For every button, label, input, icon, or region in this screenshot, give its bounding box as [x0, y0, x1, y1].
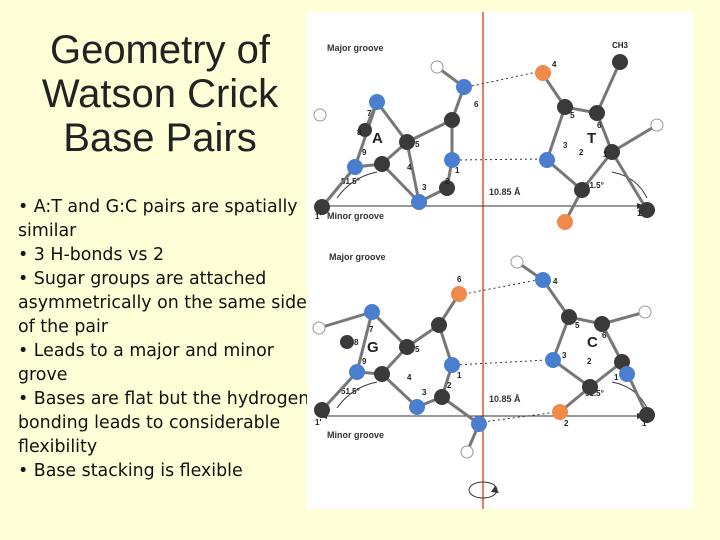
at-angle-arc-right — [611, 171, 648, 199]
at-minor-groove-label: Minor groove — [327, 211, 384, 221]
gc-right-num: 1 — [614, 373, 619, 382]
at-right-num: 4 — [552, 60, 557, 69]
gc-right-bonds — [516, 260, 649, 416]
gc-left-bonds — [318, 293, 481, 453]
gc-major-groove-label: Major groove — [329, 252, 386, 262]
gc-distance-label: 10.85 Å — [489, 394, 521, 404]
at-hydrogen-bonds — [454, 71, 543, 161]
at-left-num: 5 — [415, 140, 420, 149]
at-distance-label: 10.85 Å — [489, 187, 521, 197]
gc-hydrogen-bonds — [454, 279, 558, 423]
gc-right-num: 5 — [575, 321, 580, 330]
title-line-2: Watson Crick — [41, 72, 279, 116]
gc-left-num: 5 — [415, 345, 420, 354]
at-left-num: 3 — [422, 183, 427, 192]
gc-pair: Major groove Minor groove 10.85 Å 51.5° … — [312, 252, 655, 459]
at-left-num: 1' — [315, 212, 321, 221]
bullet-item: • A:T and G:C pairs are spatially simila… — [18, 197, 298, 241]
gc-angle-arc-left — [336, 381, 378, 409]
bullet-item: • Bases are flat but the hydrogen bondin… — [18, 389, 310, 457]
gc-right-num: 1' — [642, 419, 648, 428]
gc-left-num: 7 — [369, 325, 374, 334]
at-left-num: 8 — [357, 128, 362, 137]
bullet-item: • Base stacking is flexible — [18, 461, 243, 481]
gc-base-left-label: G — [367, 339, 379, 356]
base-pair-figure: Major groove Minor groove 10.85 Å 51.5° … — [307, 12, 693, 509]
gc-left-num: 3 — [422, 388, 427, 397]
gc-angle-arc-right — [611, 381, 648, 409]
at-right-num: 6 — [597, 121, 602, 130]
gc-left-num: 6 — [457, 275, 462, 284]
at-atoms — [313, 54, 664, 230]
at-left-num: 2 — [445, 177, 450, 186]
gc-right-num: 4 — [553, 277, 558, 286]
gc-right-num: 2 — [564, 419, 569, 428]
gc-right-num: 6 — [602, 331, 607, 340]
bullet-item: • Leads to a major and minor grove — [18, 341, 274, 385]
gc-right-num: 2 — [587, 357, 592, 366]
at-angle-right-label: 51.5° — [585, 181, 604, 190]
at-right-num: 1' — [637, 209, 643, 218]
at-left-num: 7 — [367, 109, 372, 118]
at-base-left-label: A — [372, 130, 383, 147]
gc-left-num: 9 — [362, 357, 367, 366]
bullet-item: • Sugar groups are attached asymmetrical… — [18, 269, 307, 337]
gc-right-num: 3 — [562, 351, 567, 360]
at-base-right-label: T — [587, 130, 596, 147]
base-pair-diagram: Major groove Minor groove 10.85 Å 51.5° … — [312, 12, 664, 509]
at-right-num: 3 — [563, 141, 568, 150]
slide-title: Geometry of Watson Crick Base Pairs — [14, 28, 306, 160]
gc-minor-groove-label: Minor groove — [327, 430, 384, 440]
at-left-num: 4 — [407, 163, 412, 172]
at-left-num: 1 — [455, 166, 460, 175]
gc-atoms — [312, 255, 655, 459]
title-line-1: Geometry of — [49, 28, 271, 72]
bullet-item: • 3 H-bonds vs 2 — [18, 245, 165, 265]
gc-left-num: 4 — [407, 373, 412, 382]
at-right-bonds — [540, 61, 658, 223]
dyad-rotation-symbol — [468, 481, 499, 499]
at-left-num: 6 — [474, 100, 479, 109]
at-right-num: 5 — [570, 111, 575, 120]
gc-base-right-label: C — [587, 334, 598, 351]
gc-left-num: 1 — [457, 371, 462, 380]
at-methyl-label: CH3 — [612, 41, 629, 50]
bullet-list: • A:T and G:C pairs are spatially simila… — [18, 195, 310, 483]
at-right-num: 2 — [579, 148, 584, 157]
at-angle-arc-left — [336, 171, 378, 199]
at-left-num: 9 — [362, 148, 367, 157]
title-line-3: Base Pairs — [63, 116, 257, 160]
gc-left-num: 1' — [315, 418, 321, 427]
at-major-groove-label: Major groove — [327, 43, 384, 53]
gc-angle-left-label: 51.5° — [341, 387, 360, 396]
at-right-num: 1 — [603, 150, 608, 159]
gc-left-num: 2 — [447, 381, 452, 390]
at-angle-left-label: 51.5° — [341, 177, 360, 186]
gc-left-num: 8 — [354, 338, 359, 347]
at-pair: Major groove Minor groove 10.85 Å 51.5° … — [313, 41, 664, 230]
